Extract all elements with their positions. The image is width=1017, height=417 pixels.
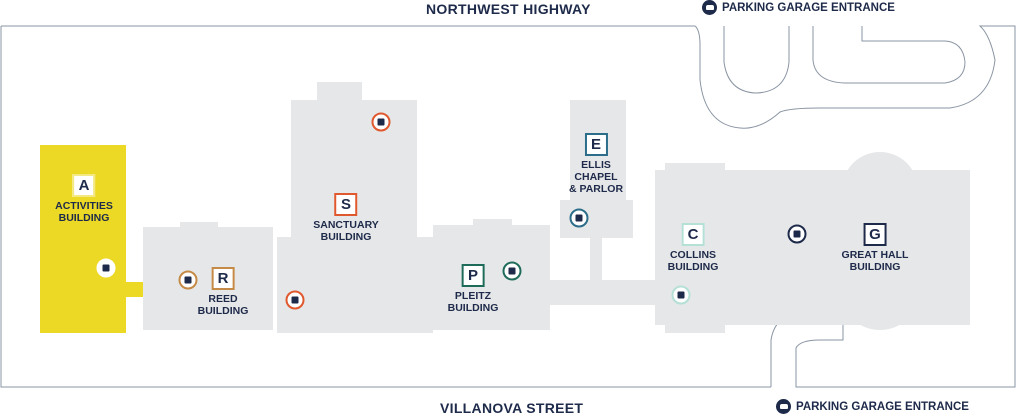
building-shapes	[143, 82, 970, 333]
building-reed[interactable]: R REED BUILDING	[197, 267, 249, 317]
parking-label: PARKING GARAGE ENTRANCE	[722, 1, 895, 14]
building-letter: E	[584, 133, 608, 156]
reed-building-shape	[143, 227, 273, 330]
elevator-icon	[371, 112, 391, 132]
parking-entrance-top[interactable]: PARKING GARAGE ENTRANCE	[702, 0, 895, 15]
building-collins[interactable]: C COLLINS BUILDING	[667, 223, 719, 273]
building-ellis[interactable]: E ELLIS CHAPEL & PARLOR	[569, 133, 623, 195]
pleitz-building-shape	[433, 225, 550, 330]
building-letter: R	[211, 267, 235, 290]
sanctuary-building-shape	[291, 100, 417, 240]
elevator-icon	[787, 224, 807, 244]
building-activities[interactable]: A ACTIVITIES BUILDING	[55, 174, 113, 224]
elevator-icon	[285, 290, 305, 310]
site-boundary	[0, 25, 1016, 388]
building-name: & PARLOR	[568, 183, 624, 195]
building-name: BUILDING	[58, 212, 110, 224]
elevator-icon	[569, 208, 589, 228]
building-letter: C	[681, 223, 705, 246]
elevator-icon	[178, 270, 198, 290]
elevator-icon	[671, 285, 691, 305]
parking-entrance-bottom[interactable]: PARKING GARAGE ENTRANCE	[776, 399, 969, 414]
building-name: REED	[208, 293, 238, 305]
elevator-icon	[502, 261, 522, 281]
building-sanctuary[interactable]: S SANCTUARY BUILDING	[313, 193, 379, 243]
car-icon	[776, 399, 791, 414]
building-name: BUILDING	[320, 231, 372, 243]
building-name: BUILDING	[849, 261, 901, 273]
building-name: GREAT HALL	[841, 249, 909, 261]
building-great-hall[interactable]: G GREAT HALL BUILDING	[841, 223, 909, 273]
street-north: NORTHWEST HIGHWAY	[426, 1, 591, 17]
corridor	[550, 280, 660, 305]
building-name: ELLIS	[581, 159, 611, 171]
building-name: BUILDING	[447, 302, 499, 314]
building-pleitz[interactable]: P PLEITZ BUILDING	[447, 264, 499, 314]
building-letter: G	[863, 223, 887, 246]
building-name: SANCTUARY	[313, 219, 379, 231]
building-name: BUILDING	[667, 261, 719, 273]
elevator-icon	[96, 258, 116, 278]
building-name: ACTIVITIES	[55, 200, 113, 212]
building-letter: P	[461, 264, 485, 287]
building-name: COLLINS	[669, 249, 717, 261]
parking-label: PARKING GARAGE ENTRANCE	[796, 400, 969, 413]
building-letter: A	[72, 174, 96, 197]
building-name: PLEITZ	[454, 290, 492, 302]
building-letter: S	[334, 193, 358, 216]
building-name: CHAPEL	[574, 171, 618, 183]
building-name: BUILDING	[197, 305, 249, 317]
street-south: VILLANOVA STREET	[440, 400, 584, 416]
car-icon	[702, 0, 717, 15]
